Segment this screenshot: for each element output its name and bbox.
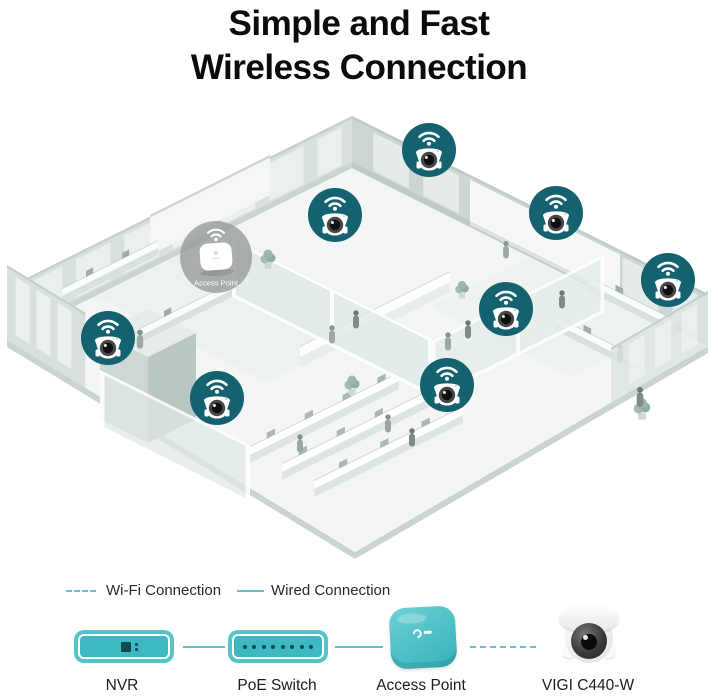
access-point-device-icon	[199, 242, 235, 277]
turret-camera-icon	[551, 604, 627, 674]
camera-marker-7	[188, 369, 246, 427]
tp-link-logo	[410, 627, 434, 641]
office-floorplan: Access Point	[0, 95, 718, 570]
wired-connection-label: Wired Connection	[271, 582, 391, 599]
camera-marker-2	[306, 186, 364, 244]
legend-line-types: Wi-Fi Connection Wired Connection	[0, 582, 718, 602]
camera-marker-4	[639, 251, 697, 309]
nvr-disk-icon	[121, 642, 131, 652]
nvr-icon	[78, 634, 170, 659]
page-title: Simple and Fast Wireless Connection	[0, 2, 718, 90]
access-point-label: Access Point	[376, 677, 466, 694]
wired-connection-swatch	[237, 590, 264, 592]
classroom-desk-row	[250, 372, 399, 463]
poe-switch-icon	[232, 634, 324, 659]
vigi-c440w-label: VIGI C440-W	[541, 677, 635, 694]
interior-wall	[150, 155, 270, 255]
classroom-desk-row	[282, 389, 431, 480]
title-line-1: Simple and Fast	[228, 4, 490, 43]
room-tint	[94, 253, 352, 382]
nvr-label: NVR	[105, 677, 139, 694]
poe-switch-label: PoE Switch	[237, 677, 317, 694]
camera-marker-8	[418, 356, 476, 414]
wifi-connection-label: Wi-Fi Connection	[106, 582, 222, 599]
wired-connector-1	[183, 646, 225, 648]
desk	[62, 240, 159, 303]
desk	[588, 276, 677, 336]
access-point-marker-label: Access Point	[194, 279, 239, 288]
wifi-connector	[470, 646, 536, 648]
camera-marker-6	[79, 309, 137, 367]
camera-marker-3	[527, 184, 585, 242]
classroom-desk-row	[314, 406, 463, 497]
title-line-2: Wireless Connection	[190, 47, 528, 87]
office-floorplan-illustration: Access Point	[7, 116, 708, 559]
wifi-icon	[206, 228, 226, 238]
front-left-wall	[7, 265, 86, 388]
desk	[140, 280, 237, 343]
access-point-icon	[388, 605, 458, 670]
access-point-marker: Access Point	[180, 221, 252, 293]
wired-connector-2	[335, 646, 383, 648]
wifi-connection-swatch	[66, 590, 96, 592]
camera-marker-5	[477, 280, 535, 338]
camera-marker-1	[400, 121, 458, 179]
glass-partition	[100, 370, 251, 501]
front-right-wall	[611, 291, 708, 403]
